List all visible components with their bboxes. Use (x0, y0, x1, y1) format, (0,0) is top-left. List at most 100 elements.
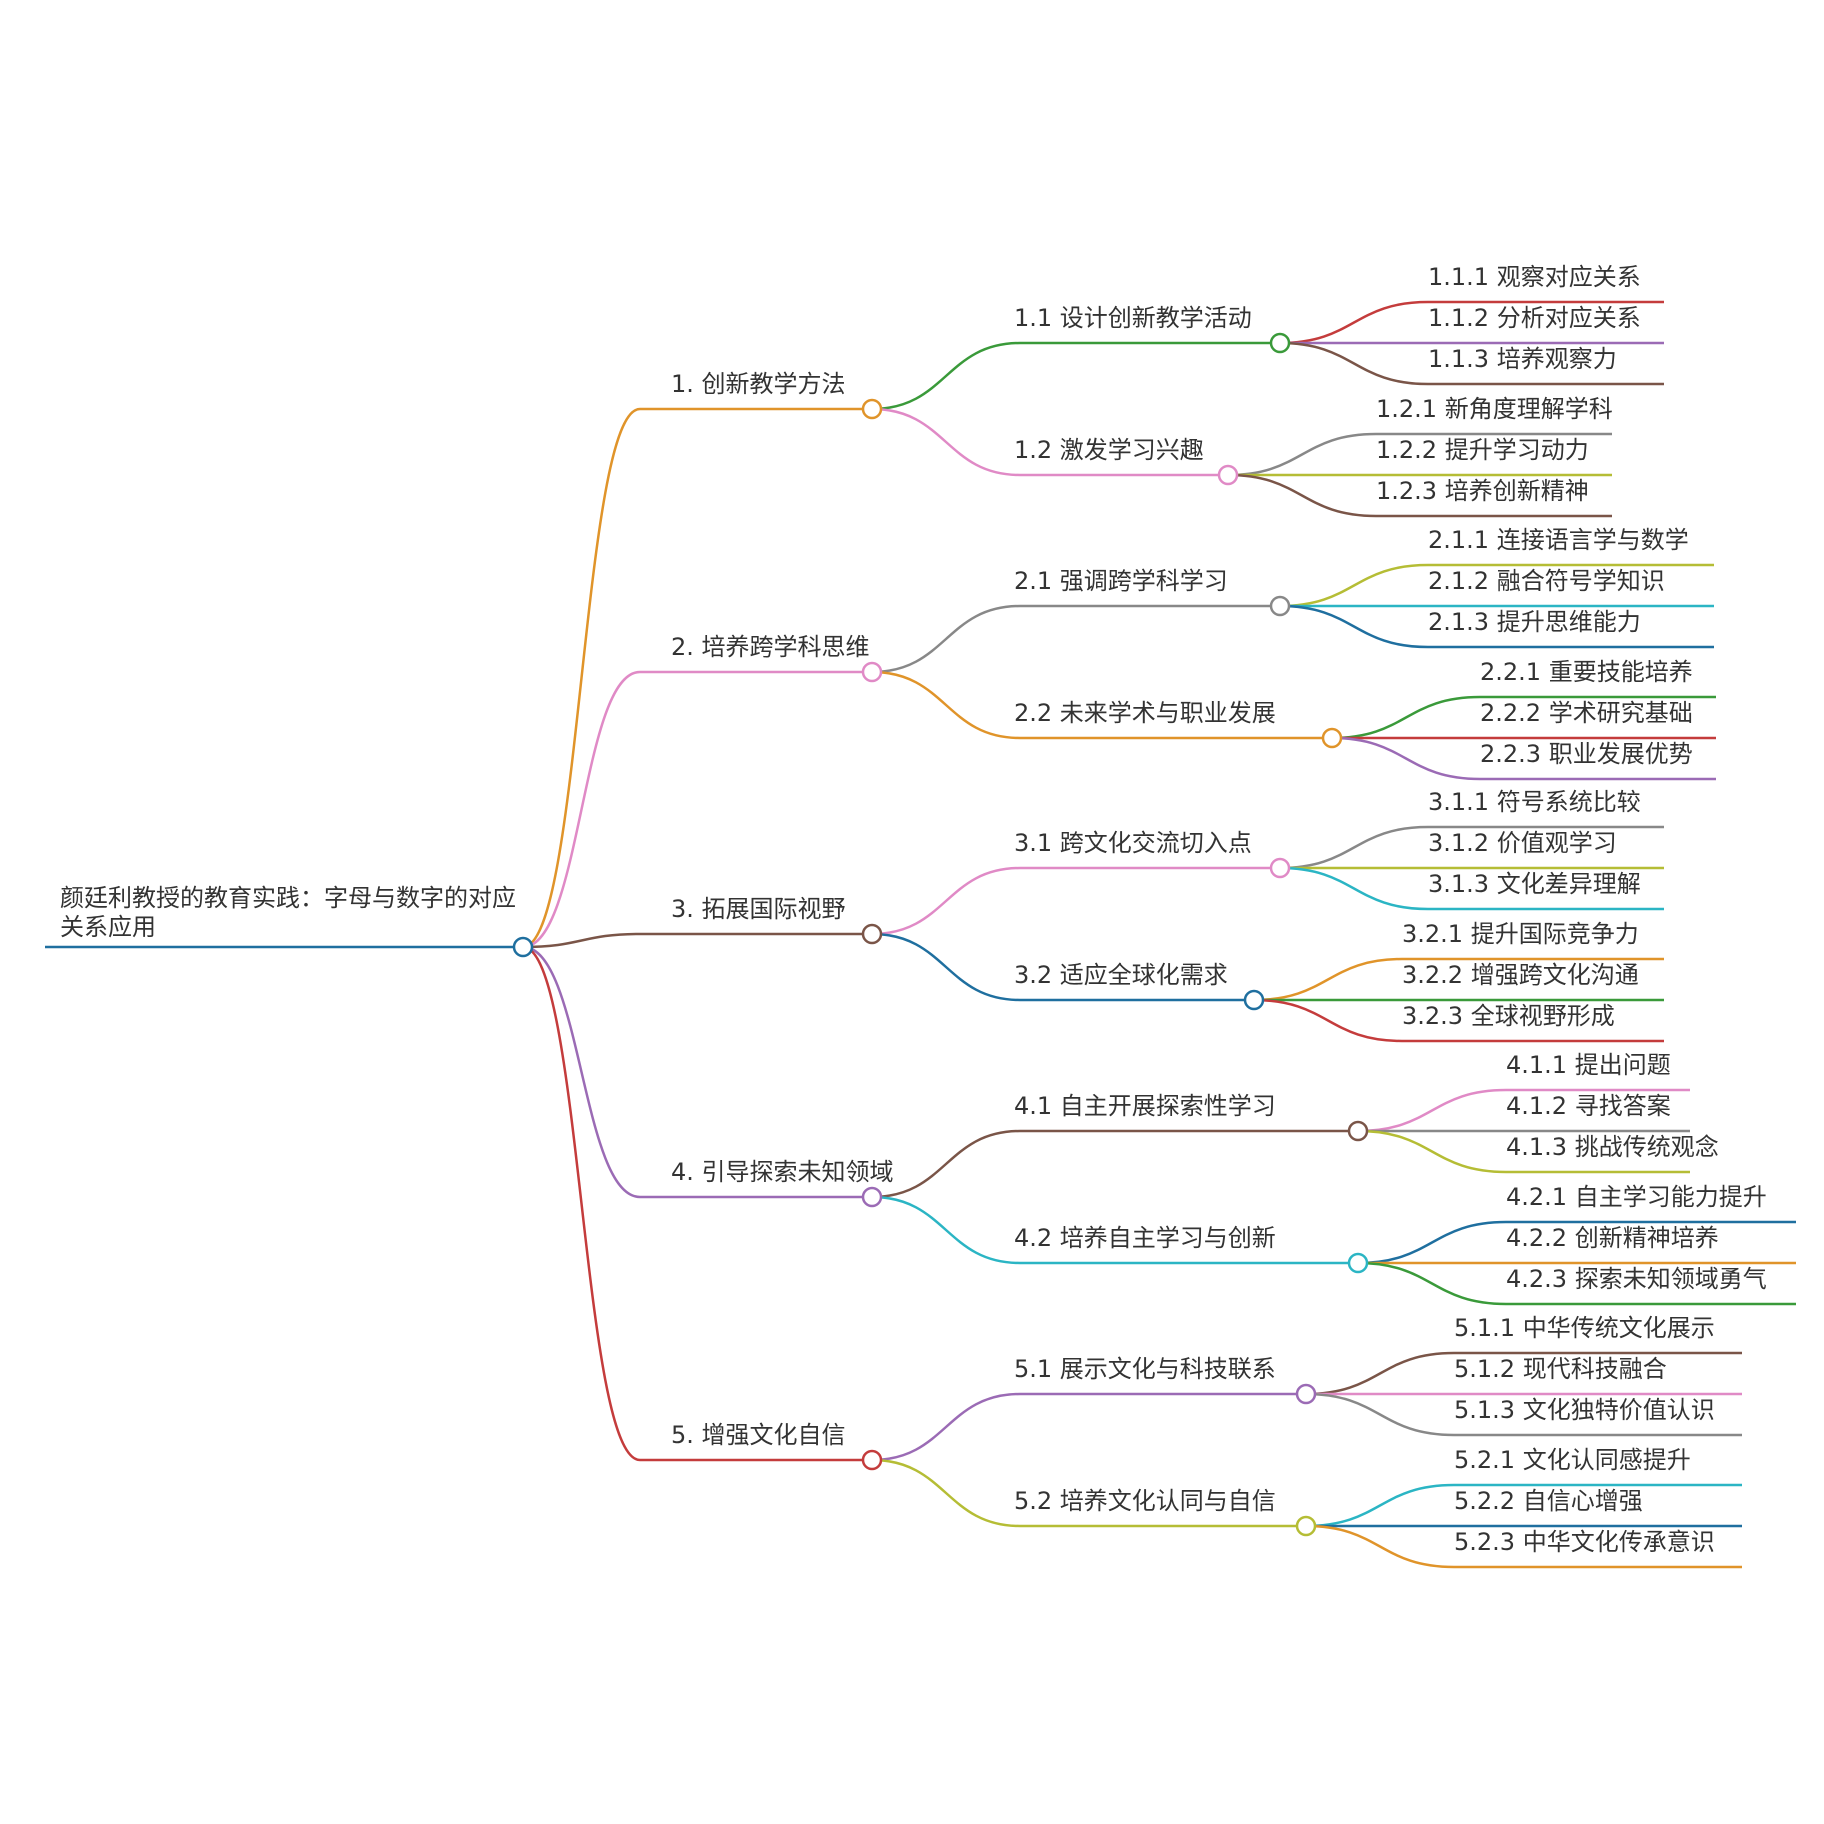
subtopic-3-1-1-label: 3.1.1 符号系统比较 (1428, 788, 1641, 816)
topic-1-1-node-dot[interactable] (1269, 332, 1291, 354)
topic-1-2-edge (871, 407, 1021, 477)
topic-5-1-label: 5.1 展示文化与科技联系 (1014, 1355, 1276, 1383)
topic-3-1-node-dot[interactable] (1269, 857, 1291, 879)
branch-4-node-dot[interactable] (861, 1186, 883, 1208)
topic-3-2-edge (871, 932, 1021, 1002)
subtopic-2-2-3-edge (1331, 736, 1481, 781)
subtopic-5-2-3-label: 5.2.3 中华文化传承意识 (1454, 1528, 1715, 1556)
branch-2-label: 2. 培养跨学科思维 (671, 633, 870, 661)
topic-4-1-label: 4.1 自主开展探索性学习 (1014, 1092, 1276, 1120)
subtopic-5-2-3-edge (1305, 1524, 1455, 1569)
subtopic-4-1-2-label: 4.1.2 寻找答案 (1506, 1092, 1671, 1120)
subtopic-2-1-3-edge (1279, 604, 1429, 649)
subtopic-3-2-3-edge (1253, 998, 1403, 1043)
subtopic-5-2-1-label: 5.2.1 文化认同感提升 (1454, 1446, 1691, 1474)
subtopic-3-2-2-label: 3.2.2 增强跨文化沟通 (1402, 961, 1639, 989)
branch-1-node-dot[interactable] (861, 398, 883, 420)
subtopic-4-1-1-edge (1357, 1088, 1507, 1133)
subtopic-1-2-2-label: 1.2.2 提升学习动力 (1376, 436, 1589, 464)
subtopic-3-1-2-label: 3.1.2 价值观学习 (1428, 829, 1617, 857)
branch-5-node-dot[interactable] (861, 1449, 883, 1471)
topic-5-2-label: 5.2 培养文化认同与自信 (1014, 1487, 1276, 1515)
subtopic-5-2-1-edge (1305, 1483, 1455, 1528)
subtopic-4-1-3-edge (1357, 1129, 1507, 1174)
root-node-dot[interactable] (512, 936, 534, 958)
branch-4-edge (522, 945, 641, 1199)
subtopic-3-1-3-edge (1279, 866, 1429, 911)
topic-1-2-label: 1.2 激发学习兴趣 (1014, 436, 1204, 464)
topic-5-2-edge (871, 1458, 1021, 1528)
branch-3-edge (522, 932, 641, 949)
subtopic-1-1-3-label: 1.1.3 培养观察力 (1428, 345, 1617, 373)
subtopic-1-1-2-label: 1.1.2 分析对应关系 (1428, 304, 1641, 332)
topic-5-1-node-dot[interactable] (1295, 1383, 1317, 1405)
topic-4-2-label: 4.2 培养自主学习与创新 (1014, 1224, 1276, 1252)
topic-1-1-edge (871, 341, 1021, 411)
topic-3-2-label: 3.2 适应全球化需求 (1014, 961, 1228, 989)
topic-5-1-edge (871, 1392, 1021, 1462)
subtopic-3-1-1-edge (1279, 825, 1429, 870)
branch-3-label: 3. 拓展国际视野 (671, 895, 846, 923)
subtopic-3-2-1-edge (1253, 957, 1403, 1002)
subtopic-2-2-3-label: 2.2.3 职业发展优势 (1480, 740, 1693, 768)
topic-2-1-node-dot[interactable] (1269, 595, 1291, 617)
topic-2-1-label: 2.1 强调跨学科学习 (1014, 567, 1228, 595)
mind-map-node-dots (512, 332, 1369, 1537)
branch-2-edge (522, 670, 641, 949)
topic-2-1-edge (871, 604, 1021, 674)
topic-5-2-node-dot[interactable] (1295, 1515, 1317, 1537)
mind-map-edges (522, 300, 1507, 1569)
subtopic-5-1-3-edge (1305, 1392, 1455, 1437)
topic-1-2-node-dot[interactable] (1217, 464, 1239, 486)
subtopic-3-1-3-label: 3.1.3 文化差异理解 (1428, 870, 1641, 898)
branch-5-label: 5. 增强文化自信 (671, 1421, 846, 1449)
subtopic-2-1-1-edge (1279, 563, 1429, 608)
subtopic-5-2-2-label: 5.2.2 自信心增强 (1454, 1487, 1643, 1515)
subtopic-5-1-3-label: 5.1.3 文化独特价值认识 (1454, 1396, 1715, 1424)
subtopic-2-1-2-label: 2.1.2 融合符号学知识 (1428, 567, 1665, 595)
branch-4-label: 4. 引导探索未知领域 (671, 1158, 894, 1186)
subtopic-2-2-2-label: 2.2.2 学术研究基础 (1480, 699, 1693, 727)
branch-2-node-dot[interactable] (861, 661, 883, 683)
subtopic-1-1-1-label: 1.1.1 观察对应关系 (1428, 263, 1641, 291)
subtopic-4-1-1-label: 4.1.1 提出问题 (1506, 1051, 1671, 1079)
subtopic-5-1-1-label: 5.1.1 中华传统文化展示 (1454, 1314, 1715, 1342)
topic-4-2-node-dot[interactable] (1347, 1252, 1369, 1274)
topic-3-1-label: 3.1 跨文化交流切入点 (1014, 829, 1252, 857)
subtopic-2-1-3-label: 2.1.3 提升思维能力 (1428, 608, 1641, 636)
topic-3-2-node-dot[interactable] (1243, 989, 1265, 1011)
branch-1-edge (522, 407, 641, 949)
subtopic-4-2-1-label: 4.2.1 自主学习能力提升 (1506, 1183, 1767, 1211)
topic-1-1-label: 1.1 设计创新教学活动 (1014, 304, 1252, 332)
branch-3-node-dot[interactable] (861, 923, 883, 945)
subtopic-2-1-1-label: 2.1.1 连接语言学与数学 (1428, 526, 1689, 554)
root-topic: 颜廷利教授的教育实践：字母与数字的对应关系应用 (60, 884, 516, 941)
subtopic-4-2-3-edge (1357, 1261, 1507, 1306)
topic-2-2-node-dot[interactable] (1321, 727, 1343, 749)
subtopic-4-2-1-edge (1357, 1220, 1507, 1265)
mind-map-underlines (45, 300, 1796, 1569)
branch-1-label: 1. 创新教学方法 (671, 370, 846, 398)
subtopic-1-2-1-label: 1.2.1 新角度理解学科 (1376, 395, 1613, 423)
subtopic-3-2-3-label: 3.2.3 全球视野形成 (1402, 1002, 1615, 1030)
subtopic-4-2-2-label: 4.2.2 创新精神培养 (1506, 1224, 1719, 1252)
subtopic-1-1-3-edge (1279, 341, 1429, 386)
subtopic-2-2-1-edge (1331, 695, 1481, 740)
subtopic-2-2-1-label: 2.2.1 重要技能培养 (1480, 658, 1693, 686)
subtopic-4-1-3-label: 4.1.3 挑战传统观念 (1506, 1133, 1719, 1161)
subtopic-4-2-3-label: 4.2.3 探索未知领域勇气 (1506, 1265, 1767, 1293)
subtopic-5-1-2-label: 5.1.2 现代科技融合 (1454, 1355, 1667, 1383)
topic-3-1-edge (871, 866, 1021, 936)
subtopic-1-1-1-edge (1279, 300, 1429, 345)
topic-2-2-edge (871, 670, 1021, 740)
branch-5-edge (522, 945, 641, 1462)
subtopic-1-2-3-edge (1227, 473, 1377, 518)
topic-4-2-edge (871, 1195, 1021, 1265)
subtopic-3-2-1-label: 3.2.1 提升国际竞争力 (1402, 920, 1639, 948)
subtopic-1-2-3-label: 1.2.3 培养创新精神 (1376, 477, 1589, 505)
topic-4-1-node-dot[interactable] (1347, 1120, 1369, 1142)
subtopic-1-2-1-edge (1227, 432, 1377, 477)
topic-2-2-label: 2.2 未来学术与职业发展 (1014, 699, 1276, 727)
subtopic-5-1-1-edge (1305, 1351, 1455, 1396)
